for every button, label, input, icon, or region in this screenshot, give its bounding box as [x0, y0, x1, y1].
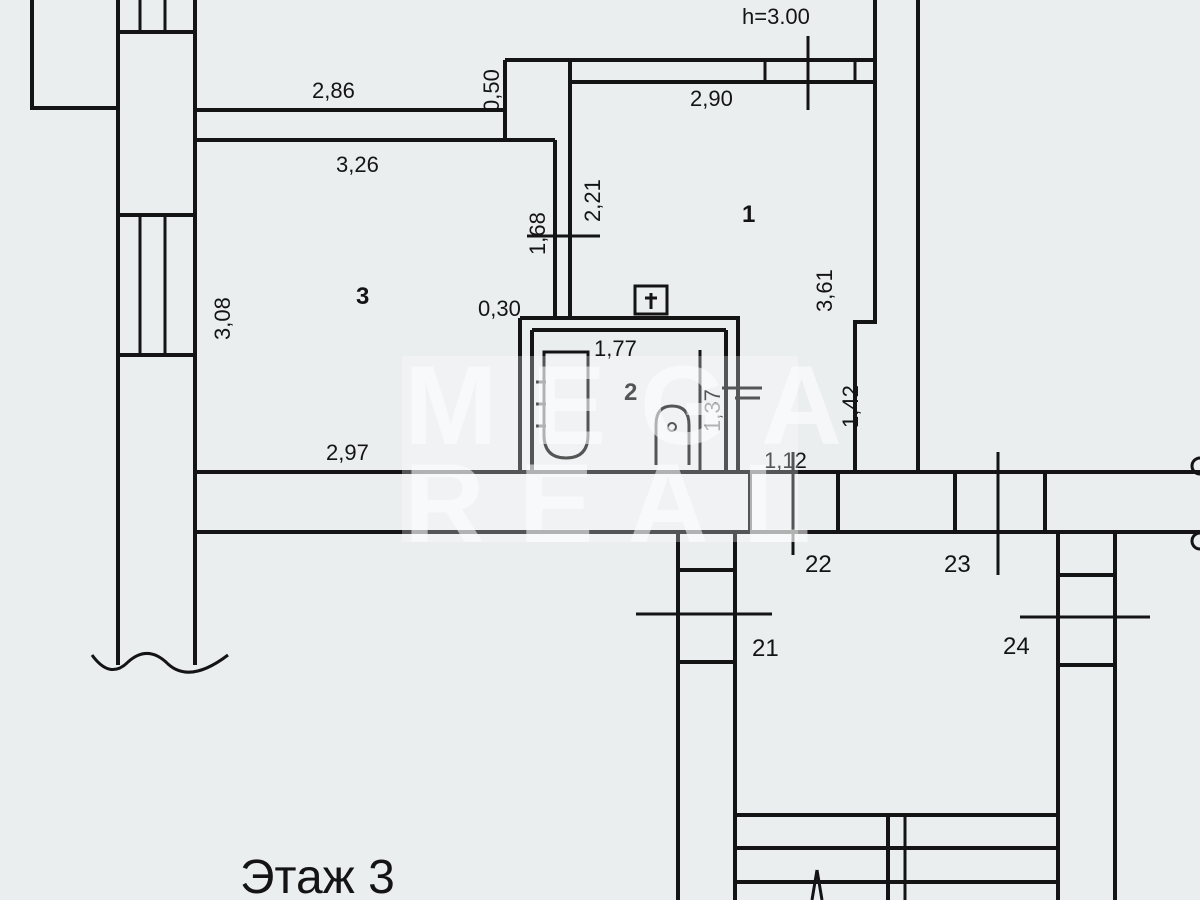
dim-3-08: 3,08 [210, 297, 235, 340]
room-2-label: 2 [624, 379, 637, 406]
floor-label: Этаж 3 [240, 851, 395, 900]
dim-1-42: 1,42 [838, 385, 863, 428]
dim-1-37: 1,37 [700, 389, 725, 432]
dim-1-12: 1,12 [764, 448, 807, 473]
dim-0-50: 0,50 [479, 69, 504, 112]
watermark-line-2: REAL [404, 441, 845, 566]
upper-walls [195, 0, 920, 470]
dim-2-90: 2,90 [690, 86, 733, 111]
axis-label-21: 21 [752, 635, 779, 662]
dim-0-30: 0,30 [478, 296, 521, 321]
axis-label-24: 24 [1003, 633, 1030, 660]
dimension-ticks [527, 234, 760, 400]
dim-2-97: 2,97 [326, 440, 369, 465]
corridor-walls [195, 452, 1200, 900]
bathtub-icon [536, 350, 590, 460]
watermark: MEGA REAL [402, 343, 876, 566]
room-1-label: 1 [742, 201, 755, 228]
bathroom-block [518, 316, 762, 470]
dim-1-68: 1,68 [525, 212, 550, 255]
dim-3-61: 3,61 [812, 269, 837, 312]
ceiling-height-label: h=3.00 [742, 4, 810, 29]
dim-3-26: 3,26 [336, 152, 379, 177]
room-3-label: 3 [356, 283, 369, 310]
dim-2-86: 2,86 [312, 78, 355, 103]
dim-2-21: 2,21 [580, 179, 605, 222]
dim-1-77: 1,77 [594, 336, 637, 361]
sink-icon [633, 284, 669, 316]
watermark-line-1: MEGA [404, 343, 876, 468]
axis-label-23: 23 [944, 551, 971, 578]
axis-label-22: 22 [805, 551, 832, 578]
toilet-icon [654, 404, 691, 465]
